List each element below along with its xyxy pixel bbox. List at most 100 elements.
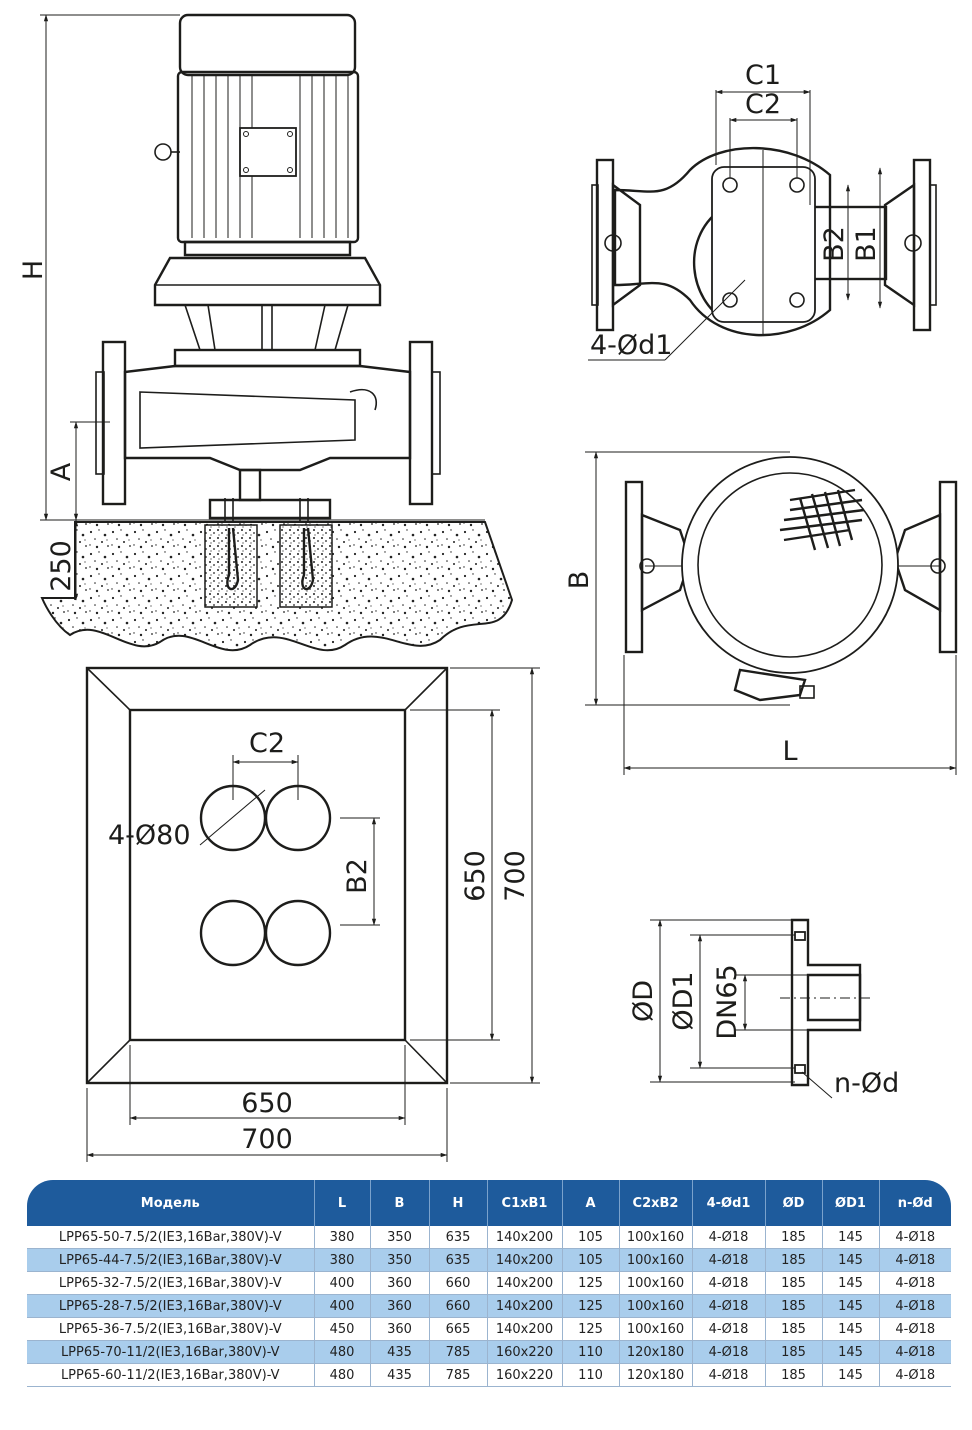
flange-dimensions: ØD ØD1 DN65 n-Ød (628, 919, 899, 1099)
value-cell: 185 (764, 1317, 822, 1341)
value-cell: 4-Ø18 (691, 1271, 765, 1295)
value-cell: 100x160 (618, 1294, 692, 1318)
label-B1: B1 (851, 226, 882, 262)
value-cell: 360 (369, 1317, 429, 1341)
value-cell: 350 (369, 1248, 429, 1272)
value-cell: 635 (428, 1248, 487, 1272)
column-header: C1xB1 (486, 1180, 562, 1226)
value-cell: 4-Ø18 (878, 1317, 951, 1341)
value-cell: 160x220 (486, 1363, 562, 1387)
value-cell: 145 (821, 1248, 879, 1272)
value-cell: 4-Ø18 (691, 1363, 765, 1387)
value-cell: 380 (313, 1248, 370, 1272)
model-cell: LPP65-32-7.5/2(IE3,16Bar,380V)-V (27, 1271, 314, 1295)
value-cell: 4-Ø18 (878, 1248, 951, 1272)
column-header: Модель (27, 1180, 314, 1226)
value-cell: 140x200 (486, 1271, 562, 1295)
column-header: B (369, 1180, 429, 1226)
label-250: 250 (46, 540, 77, 592)
value-cell: 480 (313, 1363, 370, 1387)
value-cell: 4-Ø18 (878, 1271, 951, 1295)
label-B2: B2 (819, 226, 850, 262)
pump-top-view (591, 146, 937, 337)
value-cell: 185 (764, 1294, 822, 1318)
value-cell: 100x160 (618, 1248, 692, 1272)
value-cell: 100x160 (618, 1226, 692, 1249)
value-cell: 450 (313, 1317, 370, 1341)
label-B: B (564, 571, 595, 590)
label-C1: C1 (745, 60, 781, 91)
value-cell: 4-Ø18 (691, 1294, 765, 1318)
value-cell: 140x200 (486, 1226, 562, 1249)
pump-plan-view (624, 456, 958, 702)
value-cell: 185 (764, 1340, 822, 1364)
top-view-dimensions: C1 C2 B2 B1 4-Ød1 (588, 60, 883, 361)
model-cell: LPP65-60-11/2(IE3,16Bar,380V)-V (27, 1363, 314, 1387)
value-cell: 435 (369, 1340, 429, 1364)
pump-technical-drawing: H A 250 C1 C2 B2 B1 (18, 13, 958, 1162)
column-header: n-Ød (878, 1180, 951, 1226)
value-cell: 100x160 (618, 1317, 692, 1341)
column-header: L (313, 1180, 370, 1226)
foundation-plan-view (85, 666, 449, 1085)
foundation-dimensions: C2 4-Ø80 B2 650 700 650 700 (86, 667, 540, 1162)
value-cell: 140x200 (486, 1294, 562, 1318)
value-cell: 360 (369, 1294, 429, 1318)
column-header: 4-Ød1 (691, 1180, 765, 1226)
label-D1: ØD1 (668, 971, 699, 1030)
label-base-650-h: 650 (241, 1088, 293, 1119)
value-cell: 125 (561, 1317, 619, 1341)
model-cell: LPP65-36-7.5/2(IE3,16Bar,380V)-V (27, 1317, 314, 1341)
value-cell: 4-Ø18 (878, 1363, 951, 1387)
value-cell: 100x160 (618, 1271, 692, 1295)
label-nd: n-Ød (834, 1068, 899, 1099)
value-cell: 185 (764, 1226, 822, 1249)
flange-section-view (780, 918, 870, 1087)
column-header: A (561, 1180, 619, 1226)
value-cell: 125 (561, 1294, 619, 1318)
value-cell: 380 (313, 1226, 370, 1249)
model-cell: LPP65-28-7.5/2(IE3,16Bar,380V)-V (27, 1294, 314, 1318)
label-L: L (782, 736, 797, 767)
value-cell: 4-Ø18 (691, 1248, 765, 1272)
value-cell: 785 (428, 1363, 487, 1387)
value-cell: 105 (561, 1226, 619, 1249)
model-cell: LPP65-44-7.5/2(IE3,16Bar,380V)-V (27, 1248, 314, 1272)
value-cell: 4-Ø18 (691, 1226, 765, 1249)
value-cell: 160x220 (486, 1340, 562, 1364)
label-holes-d1: 4-Ød1 (590, 330, 673, 361)
value-cell: 105 (561, 1248, 619, 1272)
value-cell: 400 (313, 1294, 370, 1318)
value-cell: 125 (561, 1271, 619, 1295)
value-cell: 665 (428, 1317, 487, 1341)
height-dimensions: H A 250 (18, 14, 485, 601)
value-cell: 660 (428, 1294, 487, 1318)
value-cell: 145 (821, 1271, 879, 1295)
value-cell: 145 (821, 1294, 879, 1318)
side-elevation-view (40, 13, 514, 652)
value-cell: 4-Ø18 (878, 1294, 951, 1318)
label-C2: C2 (745, 89, 781, 120)
plan-view-dimensions: B L (564, 451, 957, 775)
label-base-700-v: 700 (500, 850, 531, 902)
value-cell: 120x180 (618, 1340, 692, 1364)
value-cell: 400 (313, 1271, 370, 1295)
value-cell: 145 (821, 1363, 879, 1387)
value-cell: 4-Ø18 (878, 1340, 951, 1364)
value-cell: 185 (764, 1363, 822, 1387)
label-A: A (46, 462, 77, 481)
value-cell: 110 (561, 1363, 619, 1387)
value-cell: 785 (428, 1340, 487, 1364)
label-D: ØD (628, 980, 659, 1022)
column-header: ØD (764, 1180, 822, 1226)
value-cell: 4-Ø18 (878, 1226, 951, 1249)
